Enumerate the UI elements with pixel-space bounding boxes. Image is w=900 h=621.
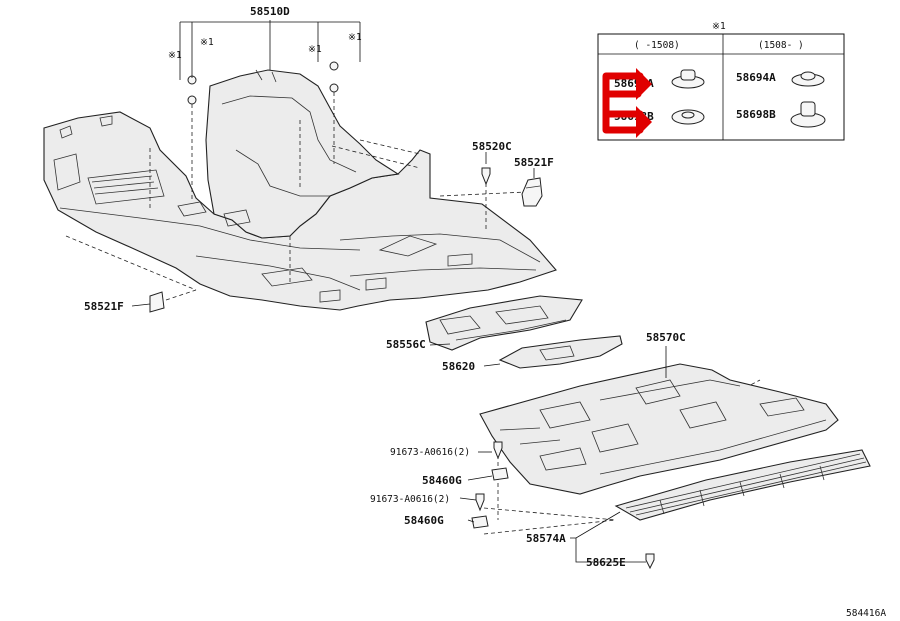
label-91673-2: 91673-A0616(2) — [370, 494, 450, 505]
note-mark-3: ※1 — [308, 44, 322, 55]
clip-58521f-left — [149, 291, 165, 313]
clip-58521f-top — [521, 177, 543, 207]
red-arrow-top — [636, 68, 652, 100]
red-arrow-bottom — [636, 106, 652, 138]
label-58620: 58620 — [442, 360, 475, 373]
label-58460g-1: 58460G — [422, 474, 462, 487]
trim-58574a — [614, 449, 871, 521]
label-58520c: 58520C — [472, 140, 512, 153]
label-58510d: 58510D — [250, 5, 290, 18]
red-highlight-marker — [602, 72, 644, 134]
clip-icon-left-a — [671, 69, 705, 89]
diagram-id: 584416A — [846, 608, 886, 619]
inset-header: ※1 — [712, 21, 726, 32]
fasteners — [471, 441, 655, 570]
label-91673-1: 91673-A0616(2) — [390, 447, 470, 458]
label-58521f-left: 58521F — [84, 300, 124, 313]
inset-row1-right: 58694A — [736, 71, 776, 84]
label-58625e: 58625E — [586, 556, 626, 569]
note-mark-2: ※1 — [168, 50, 182, 61]
front-floor-carpet — [43, 69, 557, 311]
cover-58556c — [425, 295, 583, 351]
inset-table: ※1 ( -1508) (1508- ) 58694A 58698B 58694… — [597, 21, 845, 141]
label-58570c: 58570C — [646, 331, 686, 344]
clip-icon-left-b — [671, 109, 705, 125]
rear-mat-58570c — [479, 363, 839, 495]
inset-row2-right: 58698B — [736, 108, 776, 121]
label-58574a: 58574A — [526, 532, 566, 545]
clip-icon-right-a — [791, 71, 825, 87]
note-mark-4: ※1 — [348, 32, 362, 43]
carpet-clips — [187, 61, 339, 105]
note-mark-1: ※1 — [200, 37, 214, 48]
label-58460g-2: 58460G — [404, 514, 444, 527]
label-58521f-top: 58521F — [514, 156, 554, 169]
clip-icon-right-b — [790, 101, 826, 128]
plate-58620 — [498, 335, 623, 369]
leader-lines — [131, 20, 667, 563]
bolt-58520c — [481, 167, 491, 186]
inset-col-right: (1508- ) — [758, 40, 804, 51]
label-58556c: 58556C — [386, 338, 426, 351]
inset-col-left: ( -1508) — [634, 40, 680, 51]
